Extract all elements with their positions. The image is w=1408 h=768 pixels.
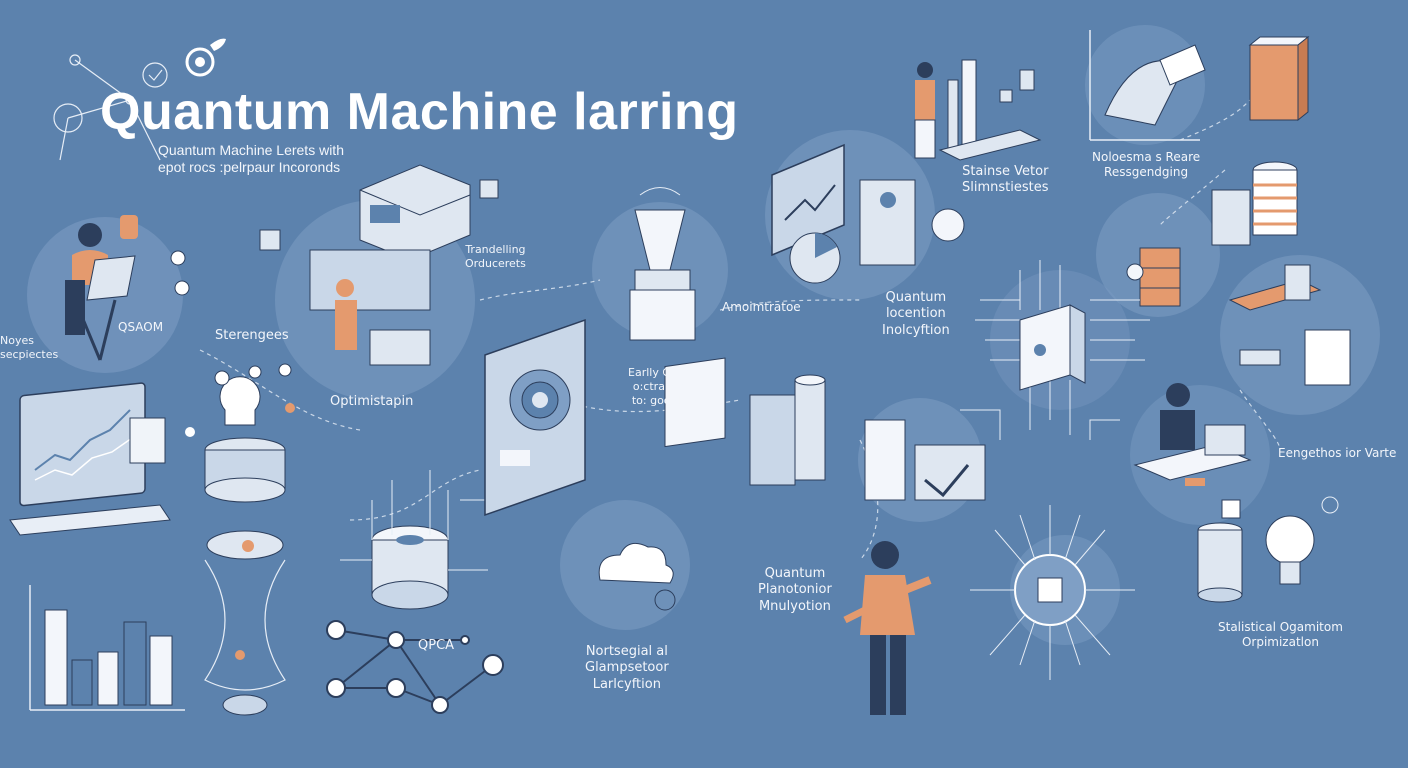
cloud-document-illustration [598,357,726,611]
stacked-cylinder-illustration [1211,161,1298,246]
label-line: Quantum [885,290,947,305]
label-line: Mnulyotion [758,598,831,614]
label-qsaom: QSAOM [118,320,164,334]
label-line: secpiectes [0,347,59,361]
label-optimistain: Optimistapin [330,394,414,409]
standing-person-illustration [843,541,932,715]
label-line: Larlcyftion [592,676,661,692]
label-line: Stainse Vetor [962,164,1049,179]
label-line: Orducerets [465,256,526,270]
label-line: Quantum [764,566,826,581]
label-line: Noloesma s Reare [1092,150,1201,164]
person-desk-illustration [1133,383,1252,486]
label-line: o:ctraloren oo [632,379,710,393]
line-graph-icon [1089,30,1206,141]
lightbulb-tower-illustration [185,363,295,716]
door-cylinder-illustration [749,374,826,486]
label-trending: Trandelling Orducerets [465,243,526,271]
page-subtitle: Quantum Machine Lerets with epot rocs :p… [158,142,344,176]
monitor-chart-icon [9,382,171,536]
label-stainse: Stainse Vetor Slimnstiestes [962,164,1049,197]
subtitle-line: Quantum Machine Lerets with [158,142,344,158]
label-line: Nortsegial al [585,644,668,659]
central-screen-illustration [484,318,586,517]
flask-pedestal-illustration [629,187,696,341]
person-towers-illustration [914,59,1042,161]
label-stereges: Sterengees [215,328,289,343]
label-line: Inolcyftion [882,322,950,338]
label-line: Slimnstiestes [962,180,1049,196]
label-line: Orpimizatlon [1241,635,1319,649]
lab-scene-illustration [259,164,499,366]
server-box-illustration [1019,304,1086,391]
label-quantum-planotonior: Quantum Planotonior Mnulyotion [758,566,832,615]
label-qpca: QPCA [418,638,455,653]
circuit-board-illustration [960,260,1150,440]
bulb-cylinder-illustration [1197,496,1339,603]
label-line: Earlly Obcernes [628,366,715,379]
subtitle-line: epot rocs :pelrpaur Incoronds [158,158,341,175]
folder-check-illustration [864,419,986,501]
label-line: Planotonior [758,582,832,598]
label-quantum-location: Quantum locention Inolcyftion [882,290,950,339]
monitor-graph-illustration [771,143,965,284]
label-statistical: Stalistical Ogamitom Orpimizatlon [1218,620,1343,650]
label-nortsoal: Nortsegial al Glampsetoor Larlcyftion [585,644,669,693]
label-line: Glampsetoor [585,660,669,676]
circuit-cylinder-illustration [340,470,490,610]
cube-block-illustration [1248,35,1310,122]
label-engagethos: Eengethos ior Varte [1278,446,1397,460]
label-noyes: Noyes secpiectes [0,334,58,362]
label-amointratoe: Amoimtratoe [722,300,801,314]
page-title: Quantum Machine larring [100,83,739,141]
bar-chart-icon [29,585,185,711]
gear-icon [185,38,226,77]
person-laptop-illustration [65,215,190,361]
label-line: Stalistical Ogamitom [1218,620,1343,634]
network-decoration-topleft [53,54,168,161]
box-stack-illustration [1126,247,1181,307]
chip-burst-illustration [970,505,1135,680]
label-early: Earlly Obcernes o:ctraloren oo to: goool… [628,366,715,407]
label-nolosma: Noloesma s Reare Ressgendging [1092,150,1200,180]
label-line: Ressgendging [1104,165,1189,179]
network-nodes-illustration [326,620,504,714]
label-line: Noyes [0,334,34,347]
label-line: locention [885,306,946,322]
label-line: Trandelling [465,243,526,256]
lab-desk-illustration [1228,264,1351,386]
label-line: to: gooolo ooo [631,393,711,407]
